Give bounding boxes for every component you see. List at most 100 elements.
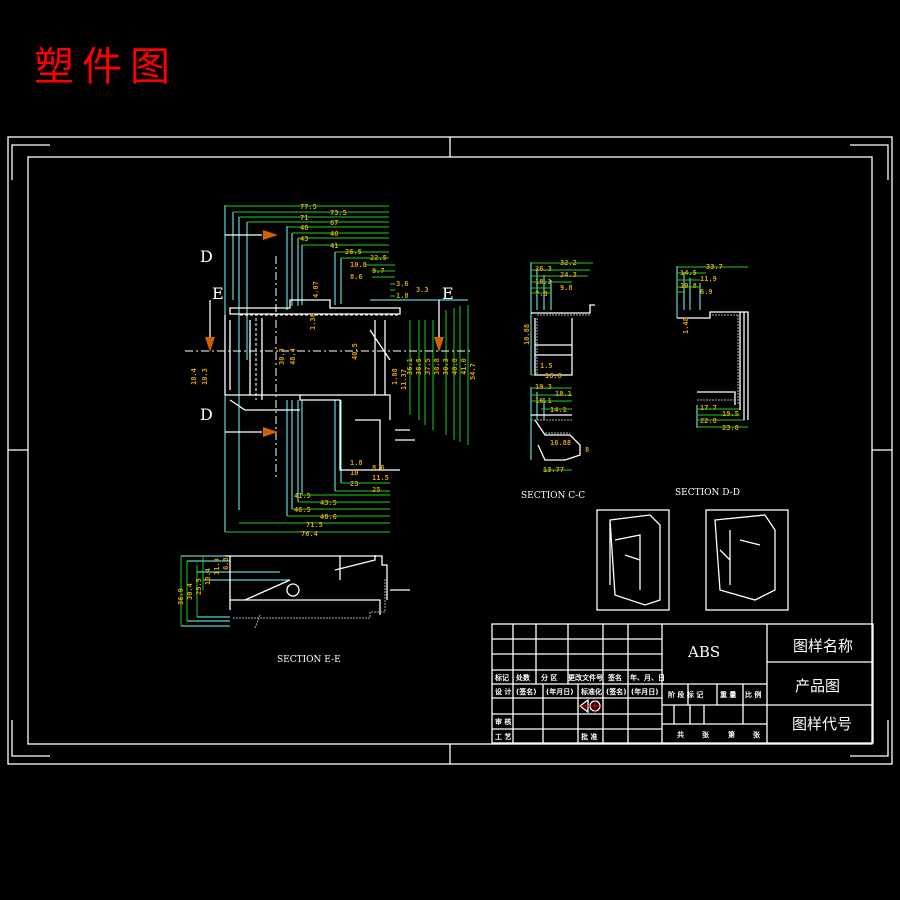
title-block-sheet-cell: 共 [677, 730, 684, 739]
section-marker-e-left: E [212, 284, 224, 303]
dimension-label: 19.5 [722, 410, 739, 418]
dimension-label: 30.3 [278, 348, 286, 365]
dimension-label: 23.8 [722, 424, 739, 432]
section-marker-d-top: D [200, 247, 213, 266]
dimension-label: 25.5 [195, 578, 203, 595]
dimension-label: 8 [585, 446, 589, 454]
title-block-sheet-cell: 张 [702, 730, 710, 739]
dimension-label: 67 [330, 219, 338, 227]
dimension-label: 76.4 [301, 530, 318, 538]
section-cc-label: SECTION C-C [521, 491, 585, 501]
dimension-label: 48.4 [289, 348, 297, 365]
dimension-label: 37.5 [424, 358, 432, 375]
dimension-label: 33.7 [706, 263, 723, 271]
dimension-label: 14.1 [550, 406, 567, 414]
dimension-label: 11.9 [213, 558, 221, 575]
dimension-label: 6.9 [700, 288, 713, 296]
section-ee-label: SECTION E-E [277, 655, 341, 665]
dimension-label: 43 [300, 235, 308, 243]
dimension-label: 36.9 [177, 588, 185, 605]
dimension-label: 23 [350, 480, 358, 488]
dimension-label: 77.5 [300, 203, 317, 211]
drawing-frame [7, 136, 893, 765]
title-block: ABS 图样名称 产品图 图样代号 标记处数分 区更改文件号签名年、月、日设 计… [491, 623, 874, 744]
dimension-label: 8.6 [372, 464, 385, 472]
title-block-header: 年、月、日 [630, 673, 665, 682]
dimension-label: 10.3 [201, 368, 209, 385]
dimension-label: 10.88 [523, 324, 531, 345]
dimension-label: 1.48 [682, 317, 690, 334]
title-block-header: 签名 [607, 673, 622, 682]
section-arrows [205, 230, 444, 437]
dimension-label: 16.1 [535, 397, 552, 405]
dimension-label: 1.8 [396, 292, 409, 300]
title-block-review: 审 核 [495, 717, 511, 726]
dimension-label: 30.3 [442, 358, 450, 375]
dimension-label: 18.1 [535, 278, 552, 286]
dimension-label: 3.3 [416, 286, 429, 294]
dimension-label: 22.8 [700, 417, 717, 425]
dimension-label: 14.5 [680, 269, 697, 277]
product-label: 产品图 [795, 677, 840, 695]
isometric-view-1 [596, 509, 670, 611]
dimension-label: 16.8 [545, 372, 562, 380]
title-block-design-cell: 设 计 [495, 687, 511, 696]
dimension-label: 41.5 [294, 492, 311, 500]
title-block-sheet-cell: 张 [753, 730, 761, 739]
title-block-design-cell: (签名) [606, 687, 626, 696]
dimension-label: 46 [330, 230, 338, 238]
dimension-label: 30.4 [186, 583, 194, 600]
section-cc-view: SECTION C-C 32.226.324.318.19.87.810.881… [521, 259, 595, 501]
dimension-label: 1.5 [540, 362, 553, 370]
revision-symbol [578, 698, 602, 714]
isometric-view-2 [705, 509, 789, 611]
main-view: D D E E 77.573.571674846434126.522.510.8… [185, 203, 477, 538]
dimension-label: 36.1 [406, 358, 414, 375]
dimension-label: 41 [330, 242, 338, 250]
dimension-label: 38.8 [433, 358, 441, 375]
title-block-approve: 批 准 [581, 732, 597, 741]
drawing-name-label: 图样名称 [793, 637, 853, 655]
dimension-label: 10.4 [204, 568, 212, 585]
dimension-label: 41.0 [460, 358, 468, 375]
dimension-label: 48 [300, 224, 308, 232]
dimension-label: 11.37 [400, 369, 408, 390]
dimension-label: 7.8 [535, 290, 548, 298]
dimension-label: 17.7 [700, 404, 717, 412]
dimension-label: 73.5 [330, 209, 347, 217]
dimension-label: 18.4 [190, 368, 198, 385]
title-block-stage-cell: 阶 段 标 记 [668, 690, 703, 699]
title-block-design-cell: (年月日) [631, 687, 658, 696]
dimension-label: 25 [372, 486, 380, 494]
dimension-label: 16.88 [550, 439, 571, 447]
title-block-sheet-cell: 第 [728, 730, 735, 739]
title-block-header: 标记 [494, 673, 509, 682]
dimension-label: 38.5 [415, 358, 423, 375]
title-block-process: 工 艺 [495, 732, 511, 741]
dimension-label: 26.5 [345, 248, 362, 256]
section-marker-e-right: E [442, 284, 454, 303]
dimension-label: 1.38 [309, 313, 317, 330]
material-label: ABS [687, 643, 720, 661]
drawing-title: 塑件图 [34, 44, 178, 90]
dimension-label: 71.5 [306, 521, 323, 529]
drawing-code-label: 图样代号 [792, 715, 852, 733]
dimension-label: 18.1 [555, 390, 572, 398]
dimension-label: 43.5 [320, 499, 337, 507]
dimension-label: 1.88 [391, 368, 399, 385]
dimension-label: 54.7 [469, 363, 477, 380]
dimension-label: 1.8 [350, 459, 363, 467]
dimension-label: 40.5 [351, 343, 359, 360]
title-block-header: 分 区 [541, 673, 557, 682]
dimension-label: 9.8 [560, 284, 573, 292]
section-marker-d-bottom: D [200, 405, 213, 424]
dimension-label: 3.6 [396, 280, 409, 288]
title-block-design-cell: (签名) [516, 687, 536, 696]
dimension-label: 10 [350, 469, 358, 477]
dimension-label: 11.9 [700, 275, 717, 283]
title-block-stage-cell: 比 例 [745, 690, 761, 699]
dimension-label: 71 [300, 214, 308, 222]
title-block-design-cell: (年月日) [546, 687, 573, 696]
